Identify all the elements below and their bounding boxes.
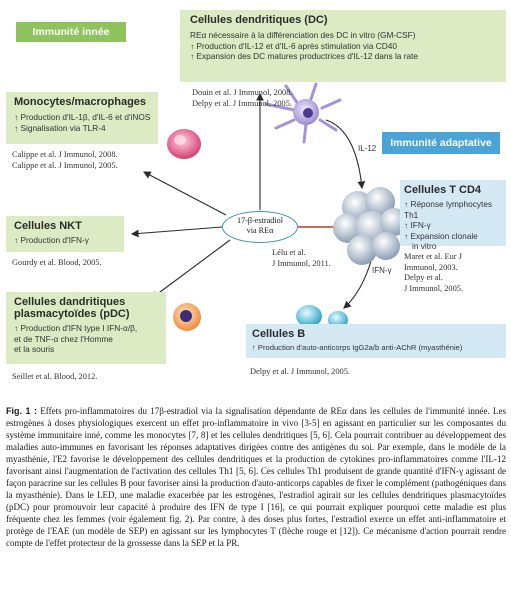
dc-line: ↑ Expansion des DC matures productrices … — [190, 51, 419, 61]
pdc-box: Cellules dandritiques plasmacytoïdes (pD… — [6, 292, 166, 364]
pdc-title-line: plasmacytoïdes (pDC) — [14, 308, 130, 320]
b-cell-box: Cellules B ↑ Production d'auto-anticorps… — [246, 324, 506, 358]
figure-caption: Fig. 1 : Effets pro-inflammatoires du 17… — [6, 405, 506, 549]
arrow-ifng — [343, 257, 373, 309]
receptor-label: via REα — [246, 226, 274, 235]
dc-title: Cellules dendritiques (DC) — [190, 14, 328, 26]
reference: Calippe et al. J Immunol, 2008. — [12, 150, 118, 159]
figure-panel: Immunité innée Immunité adaptative Cellu… — [4, 2, 507, 397]
reference: Douin et al. J Immunol, 2008. — [192, 88, 293, 97]
estradiol-node: 17-β-estradiol via REα — [222, 211, 298, 243]
b-cell-title: Cellules B — [252, 328, 306, 340]
innate-immunity-tag: Immunité innée — [16, 22, 126, 42]
arrow-il12 — [325, 119, 366, 190]
dc-references: Douin et al. J Immunol, 2008. Delpy et a… — [192, 88, 293, 109]
monocytes-line: ↑ Production d'IL-1β, d'IL-6 et d'iNOS — [14, 112, 151, 122]
ifng-label: IFN-γ — [372, 266, 392, 275]
reference: J Immunol, 2011. — [272, 258, 331, 268]
monocytes-references: Calippe et al. J Immunol, 2008. Calippe … — [12, 150, 118, 171]
pdc-line: ↑ Production d'IFN type I IFN-α/β, — [14, 323, 138, 333]
reference: Calippe et al. J Immunol, 2005. — [12, 160, 118, 170]
arrow-to-pdc — [151, 239, 231, 299]
pdc-title-line: Cellules dandritiques — [14, 296, 126, 308]
caption-text: Effets pro-inflammatoires du 17β-estradi… — [6, 406, 506, 548]
arrow-to-monocytes — [143, 171, 227, 216]
reference: Maret et al. Eur J — [404, 252, 462, 261]
nkt-reference: Gourdy et al. Blood, 2005. — [12, 258, 102, 267]
reference: Immunol, 2003. — [404, 262, 458, 272]
reference: Lélu et al. — [272, 248, 306, 257]
dc-line: REα nécessaire à la différenciation des … — [190, 30, 416, 40]
tcd4-line: ↑ Réponse lymphocytes Th1 — [404, 199, 493, 220]
dc-line: ↑ Production d'IL-12 et d'IL-6 après sti… — [190, 40, 398, 51]
il12-label: IL-12 — [358, 144, 377, 153]
reference: Delpy et al. — [404, 273, 443, 282]
nkt-title: Cellules NKT — [14, 220, 82, 232]
tcd4-line: in vitro — [412, 241, 437, 251]
monocyte-icon — [167, 129, 201, 159]
pdc-line: et la souris — [14, 344, 55, 354]
nkt-line: ↑ Production d'IFN-γ — [14, 235, 89, 245]
b-cell-line: ↑ Production d'auto-anticorps IgG2a/b an… — [252, 343, 463, 352]
reference: J Immunol, 2005. — [404, 283, 464, 293]
dc-box: Cellules dendritiques (DC) REα nécessair… — [180, 10, 506, 82]
tcd4-box: Cellules T CD4 ↑ Réponse lymphocytes Th1… — [400, 180, 506, 251]
reference: Delpy et al. J Immunol, 2005. — [192, 98, 293, 108]
dendritic-cell-icon — [264, 82, 342, 144]
nkt-box: Cellules NKT ↑ Production d'IFN-γ — [6, 216, 124, 252]
tcd4-line: ↑ Expansion clonale — [404, 230, 478, 241]
caption-label: Fig. 1 : — [6, 406, 37, 416]
pdc-reference: Seillet et al. Blood, 2012. — [12, 372, 98, 381]
lelu-reference: Lélu et al. J Immunol, 2011. — [272, 248, 331, 269]
t-cell-cluster-icon — [333, 187, 408, 265]
arrow-to-nkt — [130, 226, 223, 238]
adaptive-immunity-tag: Immunité adaptative — [382, 132, 500, 154]
monocytes-title: Monocytes/macrophages — [14, 96, 147, 108]
pdc-line: et de TNF-α chez l'Homme — [14, 333, 113, 344]
tcd4-line: ↑ IFN-γ — [404, 220, 431, 230]
b-cell-reference: Delpy et al. J Immunol, 2005. — [250, 367, 351, 376]
pdc-icon — [173, 303, 201, 331]
tcd4-references: Maret et al. Eur J Immunol, 2003. Delpy … — [404, 252, 463, 294]
tcd4-title: Cellules T CD4 — [404, 184, 482, 196]
monocytes-box: Monocytes/macrophages ↑ Production d'IL-… — [6, 92, 158, 144]
monocytes-line: ↑ Signalisation via TLR-4 — [14, 122, 106, 133]
estradiol-label: 17-β-estradiol — [237, 216, 283, 225]
